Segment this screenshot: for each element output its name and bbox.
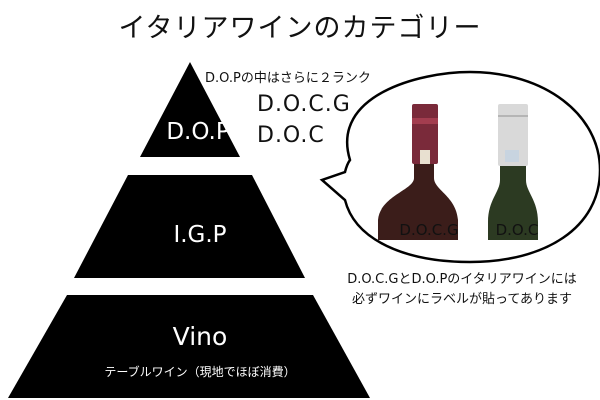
tier-label-vino: Vino — [172, 322, 228, 351]
dop-rank-docg: D.O.C.G — [257, 92, 351, 117]
pyramid-tier-igp — [74, 175, 305, 278]
pyramid-tier-dop — [140, 62, 240, 157]
bottle-docg — [378, 104, 458, 240]
bottle-docg-capsule-band — [412, 118, 438, 124]
dop-note: D.O.Pの中はさらに２ランク — [205, 71, 371, 86]
caption-line-1: D.O.C.GとD.O.Pのイタリアワインには — [347, 272, 577, 287]
pyramid-tier-vino — [8, 295, 370, 398]
label-caption: D.O.C.GとD.O.Pのイタリアワインには 必ずワインにラベルが貼ってありま… — [322, 270, 600, 310]
tier-sublabel-vino: テーブルワイン（現地でほぼ消費） — [104, 365, 296, 379]
bottle-doc-seal — [505, 150, 519, 162]
tier-label-igp: I.G.P — [173, 222, 227, 248]
bottle-doc-glass — [488, 162, 538, 240]
bottle-docg-seal — [420, 150, 430, 164]
bottle-doc — [488, 104, 538, 240]
bottle-label-doc: D.O.C — [495, 221, 539, 239]
bottle-docg-glass — [378, 160, 458, 240]
caption-line-2: 必ずワインにラベルが貼ってあります — [352, 292, 572, 307]
dop-rank-doc: D.O.C — [257, 123, 325, 148]
bottle-label-docg: D.O.C.G — [399, 221, 459, 239]
diagram-title: イタリアワインのカテゴリー — [118, 13, 482, 44]
tier-label-dop: D.O.P — [166, 119, 230, 145]
